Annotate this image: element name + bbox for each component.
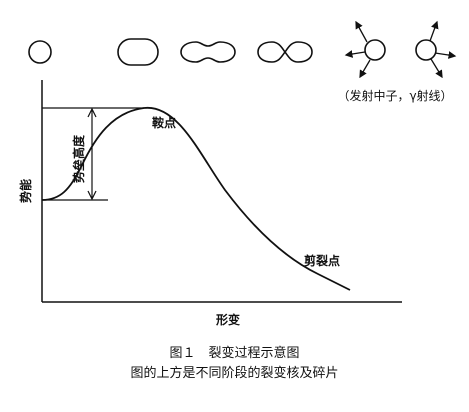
x-axis-label: 形变 [216,312,240,327]
fission-fragment-right [415,39,437,61]
figure-caption-title: 图１ 裂变过程示意图 [169,346,300,361]
potential-energy-curve [41,107,351,291]
emission-arrows [344,20,457,79]
emission-arrow [434,51,457,59]
nucleus-figure-eight [257,41,313,63]
y-axis-label: 势能 [18,179,33,203]
nucleus-shapes-row [28,38,437,66]
scission-point-label: 剪裂点 [304,253,340,268]
emission-arrow [355,20,368,43]
emission-arrow [429,20,439,42]
nucleus-sphere [28,40,52,64]
emission-note: （发射中子，γ射线） [337,88,452,103]
saddle-point-label: 鞍点 [152,115,176,130]
nucleus-dumbbell [180,41,236,63]
emission-arrow [359,59,371,79]
fission-fragment-left [364,39,386,61]
barrier-height-arrow [87,107,97,201]
barrier-height-label: 势垒高度 [71,134,86,183]
nucleus-elongated [117,38,159,66]
emission-arrow [430,58,443,79]
reference-lines [42,107,144,201]
figure-caption-description: 图的上方是不同阶段的裂变核及碎片 [130,366,339,381]
emission-arrow [344,50,366,58]
axes [41,80,402,303]
